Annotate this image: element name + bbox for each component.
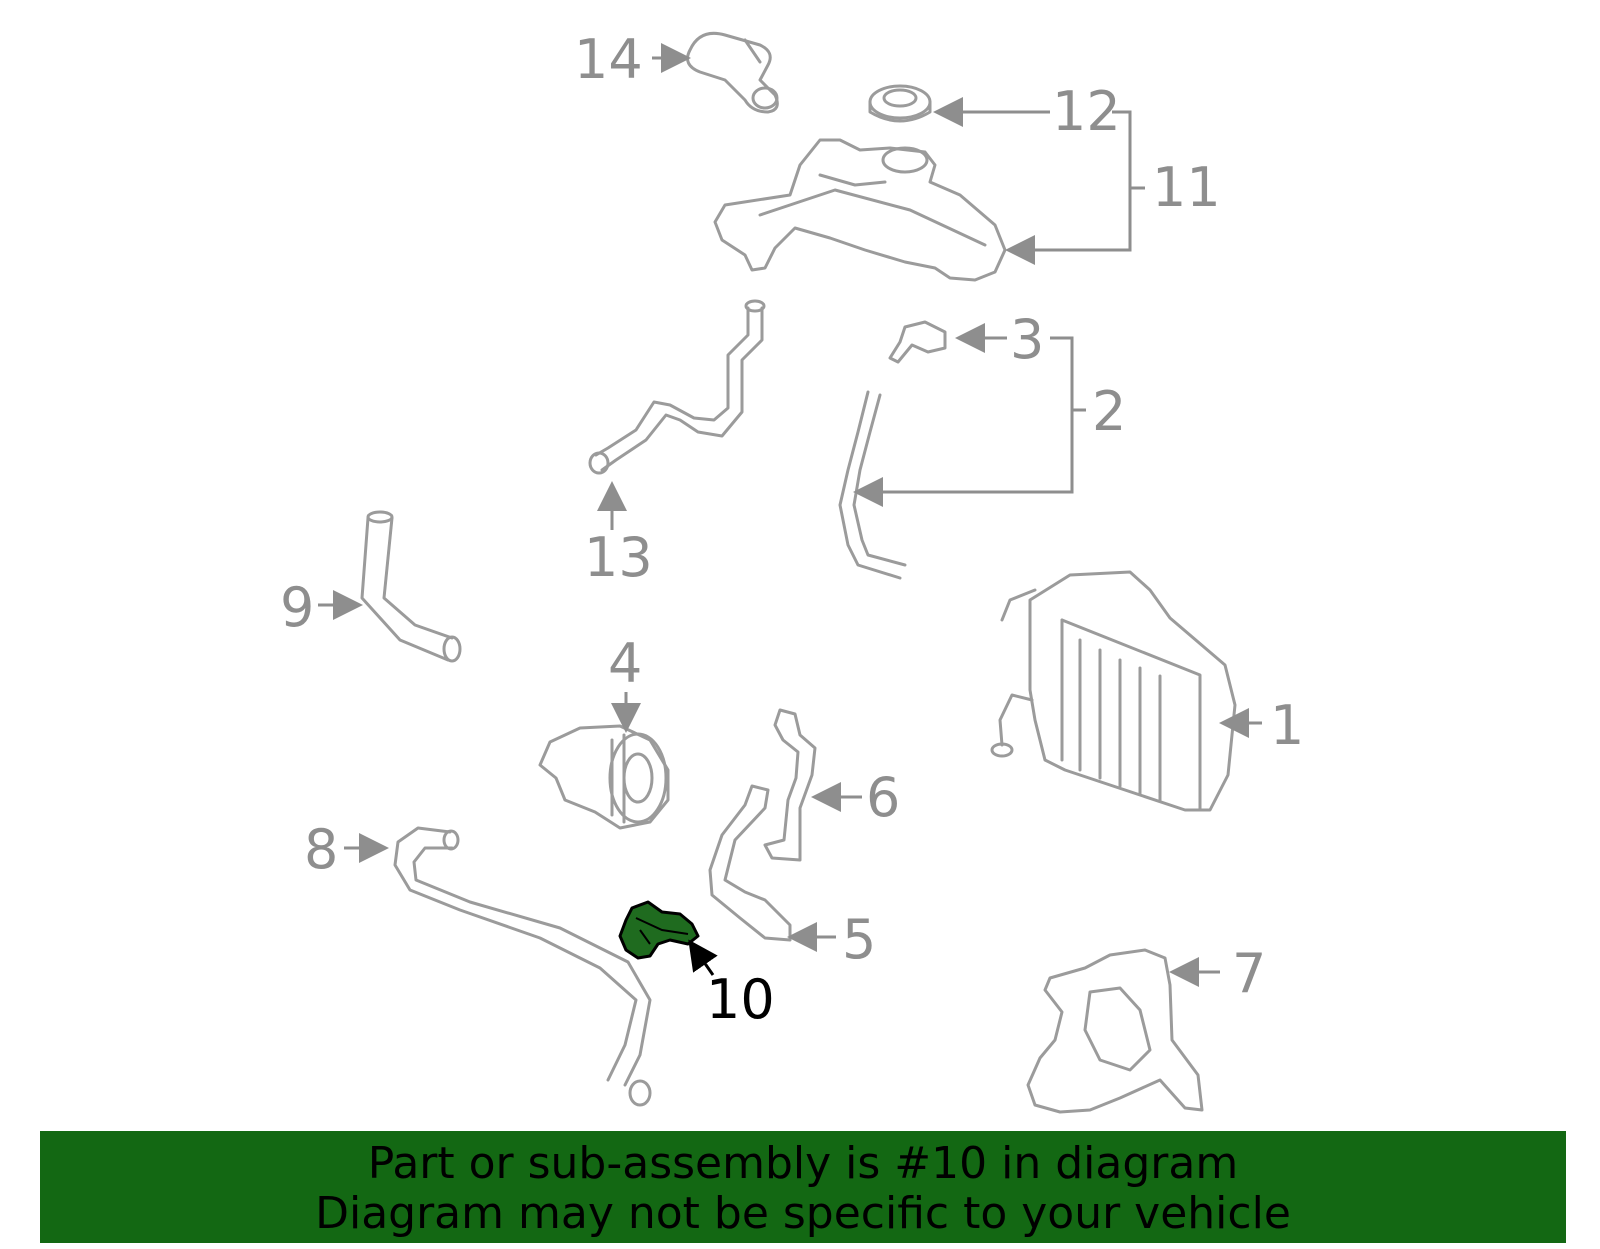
part-10-highlighted-part[interactable] (618, 900, 700, 960)
leader-lines (318, 43, 1262, 987)
callout-12: 12 (1052, 80, 1121, 143)
part-14-elbow-fitting[interactable] (686, 31, 779, 114)
callout-5: 5 (842, 908, 876, 971)
leader-2 (853, 336, 1074, 507)
leader-10 (688, 939, 718, 976)
leader-11 (1005, 110, 1132, 265)
callout-9: 9 (280, 576, 314, 639)
part-9-hose[interactable] (360, 510, 462, 663)
banner-line-part-number: Part or sub-assembly is #10 in diagram (367, 1138, 1239, 1189)
banner-line-disclaimer: Diagram may not be specific to your vehi… (315, 1188, 1291, 1239)
part-11-coolant-reservoir[interactable] (713, 138, 1007, 282)
callout-11: 11 (1152, 156, 1221, 219)
info-banner: Part or sub-assembly is #10 in diagram D… (40, 1131, 1566, 1243)
callout-2: 2 (1092, 380, 1126, 443)
part-2-hose[interactable] (838, 390, 907, 580)
part-5-bracket[interactable] (708, 784, 792, 942)
callout-labels: 14 12 11 3 2 13 9 1 4 6 8 5 10 7 (280, 28, 1304, 1031)
part-7-mounting-bracket[interactable] (1026, 948, 1204, 1114)
callout-6: 6 (866, 766, 900, 829)
part-3-sensor[interactable] (888, 320, 947, 364)
part-12-reservoir-cap[interactable] (868, 84, 932, 123)
callout-10: 10 (706, 968, 775, 1031)
callout-4: 4 (608, 632, 642, 695)
callout-1: 1 (1270, 694, 1304, 757)
callout-8: 8 (304, 818, 338, 881)
part-1-heat-exchanger[interactable] (990, 570, 1237, 812)
part-13-hose[interactable] (588, 299, 766, 475)
part-6-bracket[interactable] (763, 708, 817, 862)
part-4-water-pump[interactable] (538, 724, 670, 830)
callout-14: 14 (574, 28, 643, 91)
callout-3: 3 (1010, 308, 1044, 371)
callout-13: 13 (584, 526, 653, 589)
part-8-hose[interactable] (393, 826, 652, 1107)
callout-7: 7 (1232, 942, 1266, 1005)
